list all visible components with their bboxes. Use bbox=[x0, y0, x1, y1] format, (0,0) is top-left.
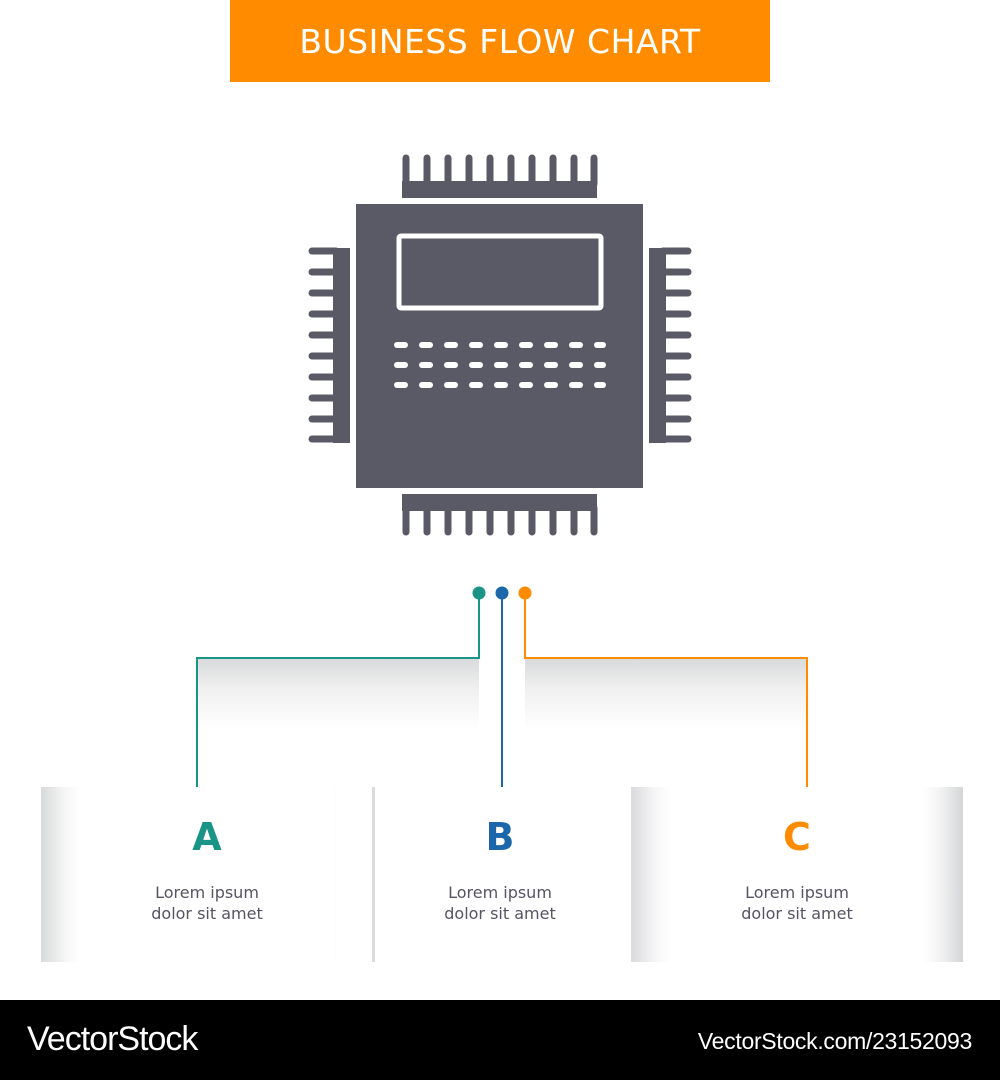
card-b-right-edge bbox=[631, 787, 634, 962]
step-letter-b: B bbox=[485, 815, 515, 859]
step-text-line1: Lorem ipsum bbox=[745, 883, 849, 902]
step-text-line2: dolor sit amet bbox=[151, 904, 263, 923]
step-card-b: B Lorem ipsum dolor sit amet bbox=[336, 787, 664, 962]
step-text-line1: Lorem ipsum bbox=[155, 883, 259, 902]
step-letter-c: C bbox=[783, 815, 811, 859]
step-card-c: C Lorem ipsum dolor sit amet bbox=[631, 787, 963, 962]
footer-bar: VectorStock VectorStock.com/23152093 bbox=[0, 1000, 1000, 1080]
connector-dot-b bbox=[495, 586, 509, 600]
step-description-a: Lorem ipsum dolor sit amet bbox=[41, 882, 373, 924]
vectorstock-logo: VectorStock bbox=[27, 1020, 198, 1058]
image-url-text: VectorStock.com/23152093 bbox=[697, 1028, 972, 1054]
page-title: BUSINESS FLOW CHART bbox=[299, 21, 701, 61]
connector-dot-a bbox=[472, 586, 486, 600]
step-text-line1: Lorem ipsum bbox=[448, 883, 552, 902]
step-card-a: A Lorem ipsum dolor sit amet bbox=[41, 787, 373, 962]
connector-shade-a bbox=[197, 659, 479, 729]
connector-dot-c bbox=[518, 586, 532, 600]
step-text-line2: dolor sit amet bbox=[741, 904, 853, 923]
connector-shade-c bbox=[525, 659, 807, 729]
step-description-c: Lorem ipsum dolor sit amet bbox=[631, 882, 963, 924]
step-description-b: Lorem ipsum dolor sit amet bbox=[336, 882, 664, 924]
step-text-line2: dolor sit amet bbox=[444, 904, 556, 923]
cpu-chip-icon bbox=[308, 154, 692, 536]
step-letter-a: A bbox=[192, 815, 222, 859]
title-banner: BUSINESS FLOW CHART bbox=[230, 0, 770, 82]
card-b-left-edge bbox=[372, 787, 375, 962]
